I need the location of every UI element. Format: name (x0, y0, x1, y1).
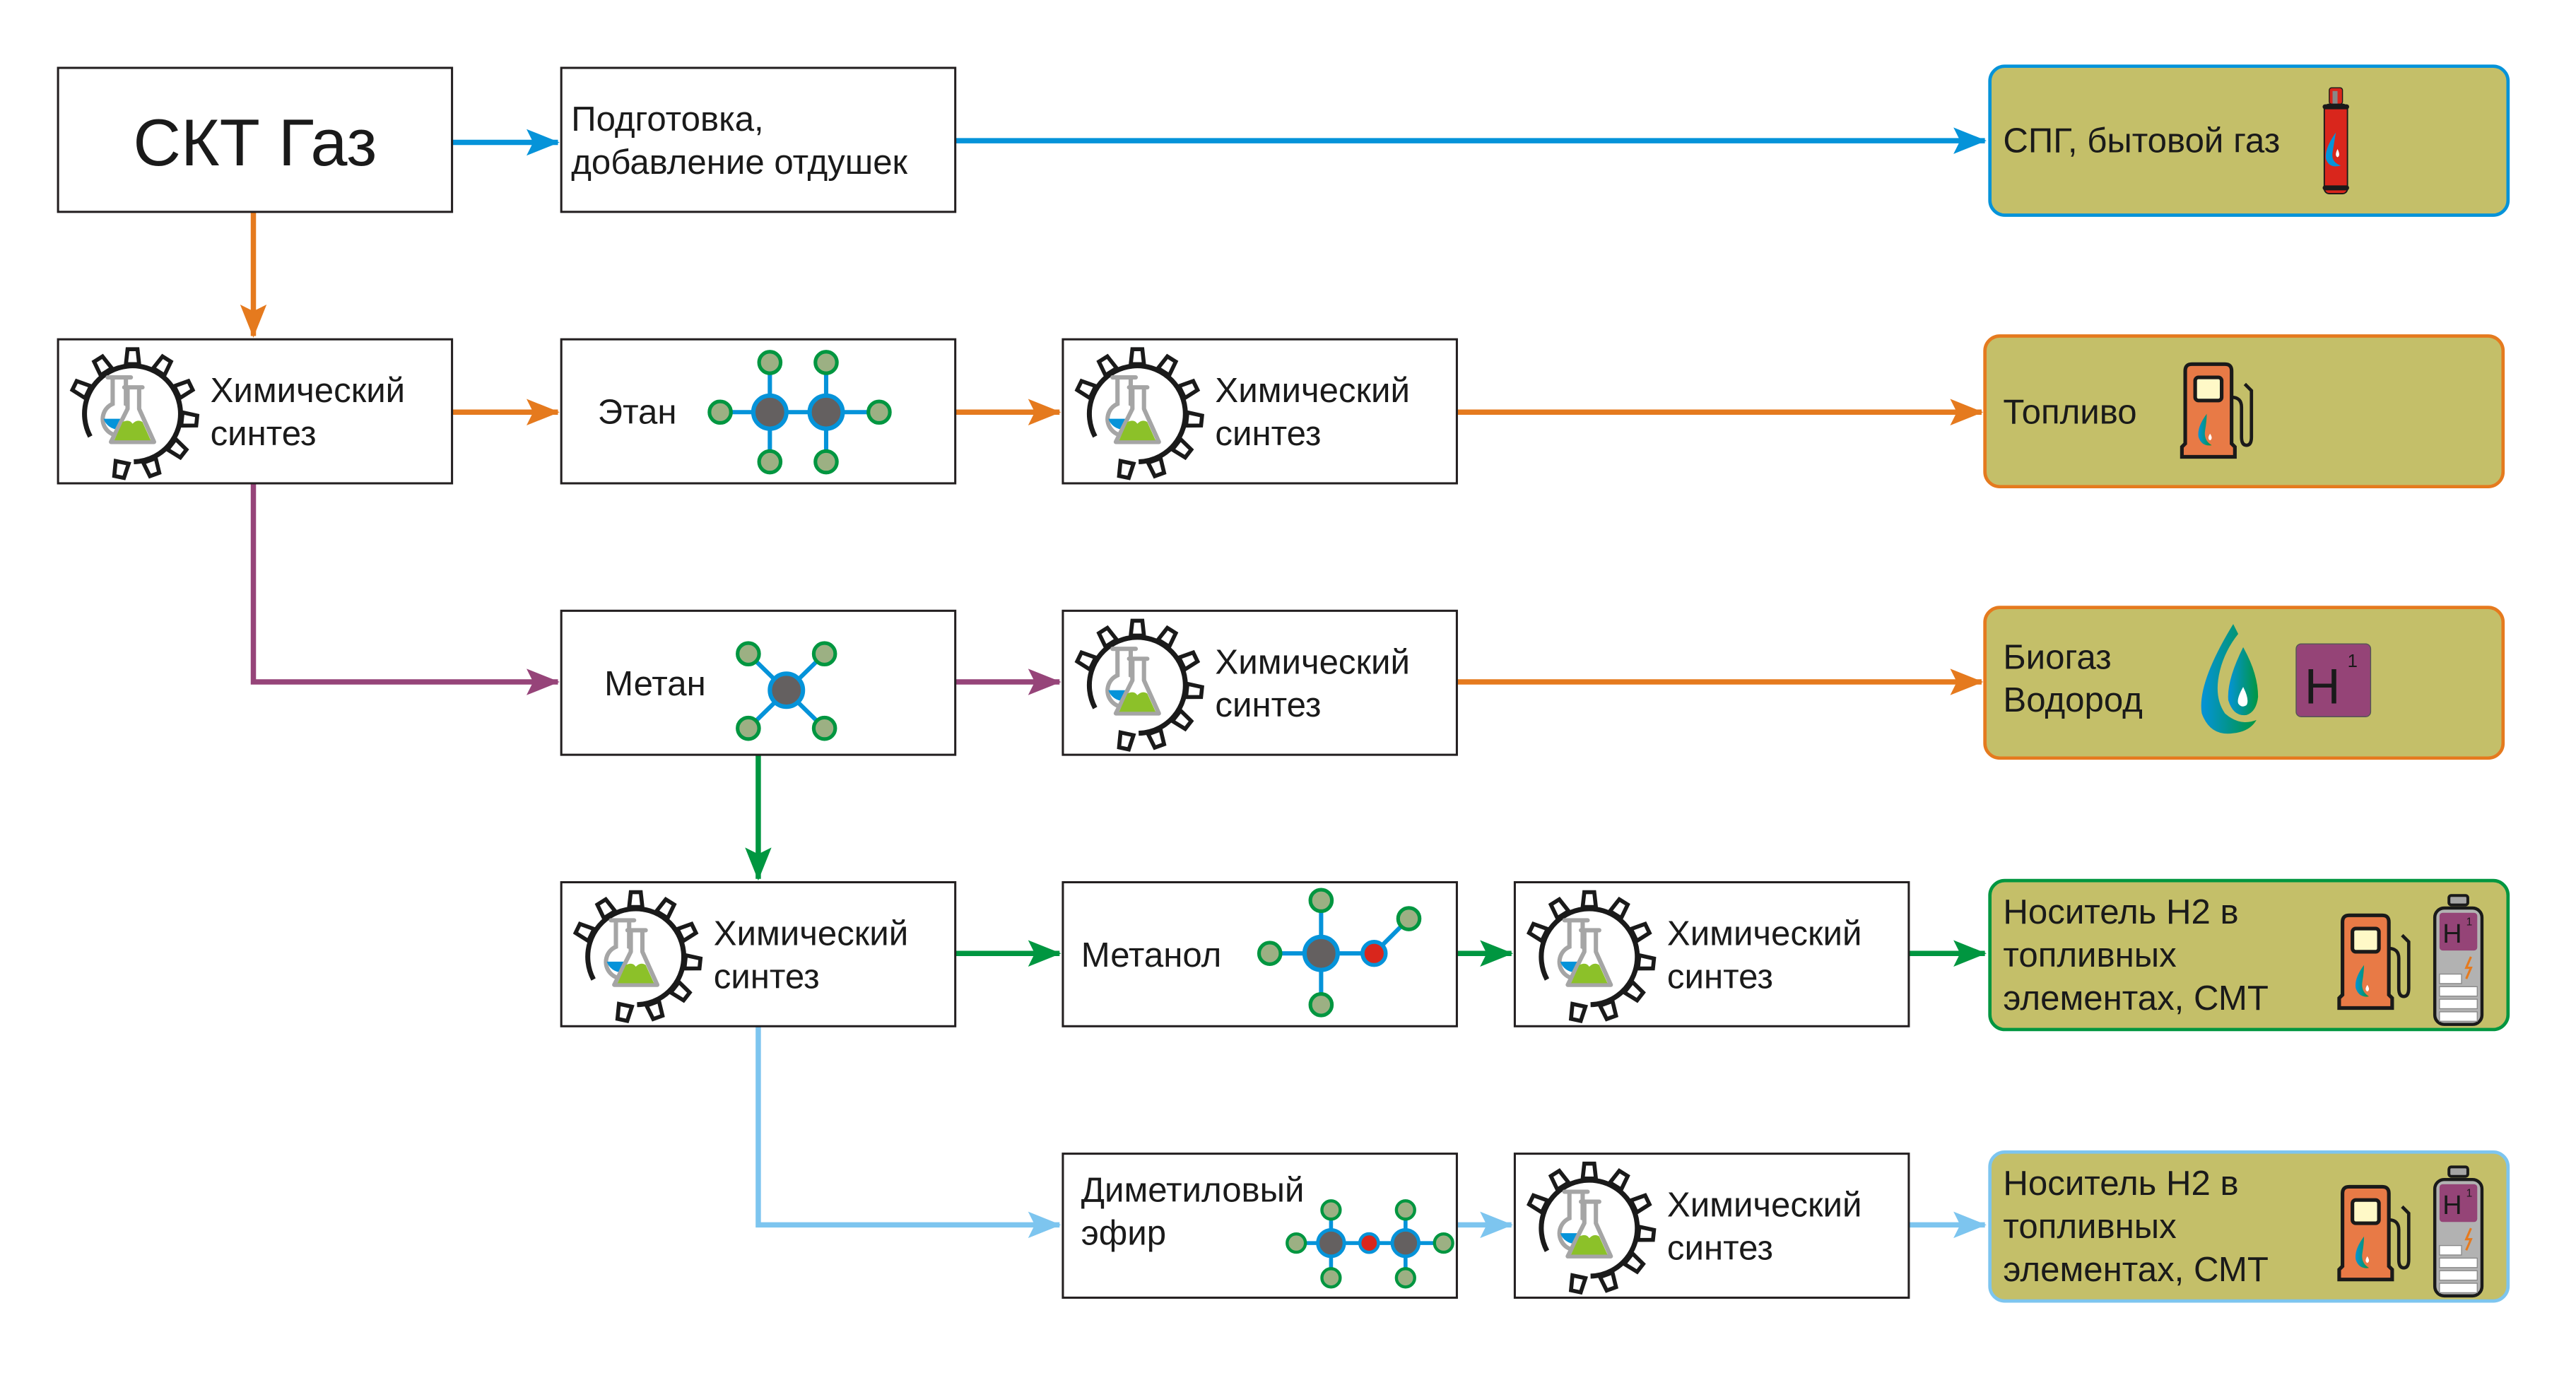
connectors (240, 127, 1987, 1239)
hydrogen-tank-icon (2435, 895, 2482, 1024)
prep-label-line1: Подготовка, (571, 100, 763, 139)
ethane-label: Этан (598, 393, 677, 432)
methanol-label: Метанол (1081, 936, 1222, 974)
methane-label: Метан (604, 664, 706, 703)
chem2-line1: Химический (1215, 371, 1410, 410)
biogas-line1: Биогаз (2003, 637, 2111, 676)
node-methane[interactable]: Метан (560, 609, 957, 756)
node-source[interactable]: СКТ Газ (57, 66, 454, 213)
prep-label-line2: добавление отдушек (571, 143, 907, 182)
node-spg-output[interactable]: СПГ, бытовой газ (1988, 64, 2510, 217)
source-label: СКТ Газ (133, 105, 377, 179)
chem5-line2: синтез (1667, 957, 1773, 996)
node-h2-carrier-output-2[interactable]: Носитель Н2 в топливных элементах, СМТ (1988, 1150, 2510, 1303)
methane-molecule-icon (738, 643, 835, 739)
ethane-molecule-icon (710, 352, 890, 473)
carrier2-line3: элементах, СМТ (2003, 1250, 2269, 1289)
dme-line1: Диметиловый (1081, 1171, 1305, 1210)
fuel-label: Топливо (2003, 393, 2136, 432)
dme-line2: эфир (1081, 1213, 1166, 1252)
node-dimethyl-ether[interactable]: Диметиловый эфир (1061, 1153, 1458, 1299)
hydrogen-tank-icon (2435, 1167, 2482, 1295)
spg-label: СПГ, бытовой газ (2003, 121, 2280, 160)
chem6-line2: синтез (1667, 1229, 1773, 1268)
node-methanol[interactable]: Метанол (1061, 880, 1458, 1027)
element-number: 1 (2348, 652, 2358, 671)
hydrogen-element-tile: H 1 (2295, 643, 2372, 717)
chem6-line1: Химический (1667, 1186, 1862, 1225)
biogas-line2: Водород (2003, 680, 2142, 719)
carrier1-line2: топливных (2003, 936, 2177, 974)
node-chem-synthesis-6[interactable]: Химический синтез (1513, 1153, 1910, 1299)
carrier2-line1: Носитель Н2 в (2003, 1164, 2238, 1203)
node-chem-synthesis-1[interactable]: Химический синтез (57, 338, 454, 485)
carrier1-line3: элементах, СМТ (2003, 979, 2269, 1018)
node-biogas-hydrogen-output[interactable]: Биогаз Водород H 1 (1983, 606, 2505, 760)
methanol-molecule-icon (1259, 890, 1420, 1015)
node-chem-synthesis-4[interactable]: Химический синтез (560, 880, 957, 1027)
carrier2-line2: топливных (2003, 1207, 2177, 1246)
chem3-line2: синтез (1215, 685, 1321, 724)
node-chem-synthesis-5[interactable]: Химический синтез (1513, 880, 1910, 1027)
chem4-line1: Химический (714, 914, 909, 953)
chem1-line1: Химический (211, 371, 406, 410)
gas-cylinder-icon (2322, 87, 2349, 194)
carrier1-line1: Носитель Н2 в (2003, 892, 2238, 931)
chem1-line2: синтез (211, 414, 317, 453)
dimethyl-ether-molecule-icon (1287, 1201, 1452, 1287)
node-prep[interactable]: Подготовка, добавление отдушек (560, 66, 957, 213)
arrow-chem1-to-methane (250, 483, 560, 695)
chem5-line1: Химический (1667, 914, 1862, 953)
node-ethane[interactable]: Этан (560, 338, 957, 485)
node-fuel-output[interactable]: Топливо (1983, 334, 2505, 489)
chem4-line2: синтез (714, 957, 820, 996)
arrow-chem4-to-dme (755, 1026, 1061, 1239)
element-symbol: H (2305, 659, 2341, 714)
node-chem-synthesis-2[interactable]: Химический синтез (1061, 338, 1458, 485)
node-chem-synthesis-3[interactable]: Химический синтез (1061, 609, 1458, 756)
drop-icon (2201, 624, 2259, 734)
node-h2-carrier-output-1[interactable]: Носитель Н2 в топливных элементах, СМТ (1988, 878, 2510, 1032)
chem3-line1: Химический (1215, 642, 1410, 681)
chem2-line2: синтез (1215, 414, 1321, 453)
